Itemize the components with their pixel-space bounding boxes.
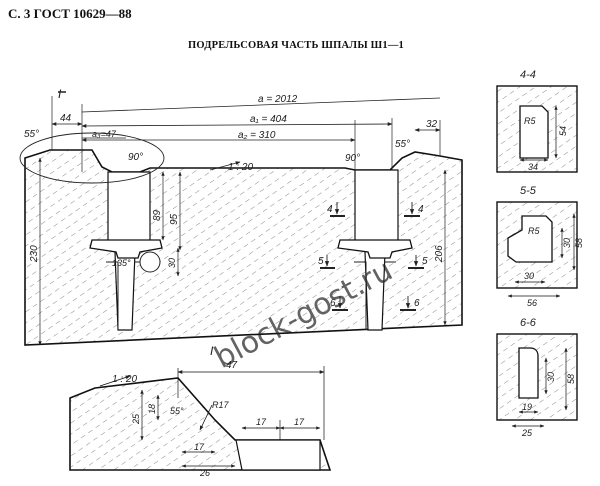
section-6-6 — [496, 333, 578, 428]
angle-55-right: 55° — [395, 139, 410, 150]
section-5-5-width-30: 30 — [524, 271, 534, 281]
cut-4-left: 4 — [327, 204, 333, 215]
dimension-44: 44 — [60, 113, 72, 124]
detail-view — [69, 366, 332, 471]
left-embedded-part — [89, 239, 163, 259]
section-6-6-width-19: 19 — [522, 402, 532, 412]
section-6-6-width-25: 25 — [521, 428, 533, 438]
detail-radius-r17: R17 — [212, 400, 230, 410]
cut-6-right: 6 — [414, 298, 420, 309]
drawing-title: ПОДРЕЛЬСОВАЯ ЧАСТЬ ШПАЛЫ Ш1—1 — [188, 40, 404, 51]
angle-135: 135° — [112, 258, 131, 268]
dimension-89: 89 — [152, 209, 163, 221]
page-reference: С. 3 ГОСТ 10629—88 — [8, 6, 132, 21]
dimension-30: 30 — [167, 258, 177, 268]
detail-slope-label: 1 : 20 — [112, 374, 137, 385]
angle-90-left: 90° — [128, 152, 143, 163]
dimension-32: 32 — [426, 119, 438, 130]
section-4-4-radius: R5 — [524, 116, 536, 126]
detail-dimension-47: 47 — [226, 360, 238, 371]
detail-dimension-17-left: 17 — [194, 442, 205, 452]
dimension-95: 95 — [169, 213, 180, 225]
detail-dimension-17-mid: 17 — [256, 417, 267, 427]
slope-label: 1 : 20 — [228, 162, 253, 173]
angle-55-left: 55° — [24, 129, 39, 140]
section-5-5-width-56: 56 — [527, 298, 537, 308]
dimension-a1: a₁ = 404 — [250, 114, 287, 125]
dimension-230: 230 — [29, 245, 40, 263]
cut-6-left: 6 — [330, 298, 336, 309]
detail-angle-55: 55° — [170, 406, 184, 416]
section-5-5-height-58: 58 — [574, 238, 584, 248]
angle-90-right: 90° — [345, 153, 360, 164]
section-6-6-height-30: 30 — [546, 372, 556, 382]
section-5-5-radius: R5 — [528, 226, 540, 236]
cut-5-right: 5 — [422, 256, 428, 267]
dimension-a3: a₃=47 — [92, 129, 117, 139]
section-4-4 — [496, 85, 578, 173]
section-4-4-title: 4-4 — [520, 69, 536, 81]
detail-dimension-17-right: 17 — [294, 417, 305, 427]
detail-dimension-26: 26 — [199, 468, 210, 478]
section-mark-bottom: I — [210, 344, 214, 358]
detail-dimension-25: 25 — [131, 413, 141, 425]
section-4-4-height: 54 — [558, 126, 568, 136]
main-view — [19, 91, 463, 346]
detail-dimension-18: 18 — [147, 404, 157, 414]
main-view-labels: I I a = 2012 a₁ = 404 a₂ = 310 a₃=47 44 … — [24, 87, 445, 358]
section-6-6-title: 6-6 — [520, 317, 537, 329]
cut-4-right: 4 — [418, 204, 424, 215]
section-6-6-height-58: 58 — [566, 374, 576, 384]
section-5-5-title: 5-5 — [520, 185, 537, 197]
dimension-a: a = 2012 — [258, 94, 298, 105]
dimension-206: 206 — [434, 245, 445, 263]
section-mark-top: I — [58, 87, 62, 101]
cut-5-left: 5 — [318, 256, 324, 267]
right-embedded-part — [337, 239, 413, 259]
section-4-4-width: 34 — [528, 162, 538, 172]
section-5-5 — [496, 201, 578, 298]
section-5-5-height-30: 30 — [562, 238, 572, 248]
dimension-a2: a₂ = 310 — [238, 130, 276, 141]
